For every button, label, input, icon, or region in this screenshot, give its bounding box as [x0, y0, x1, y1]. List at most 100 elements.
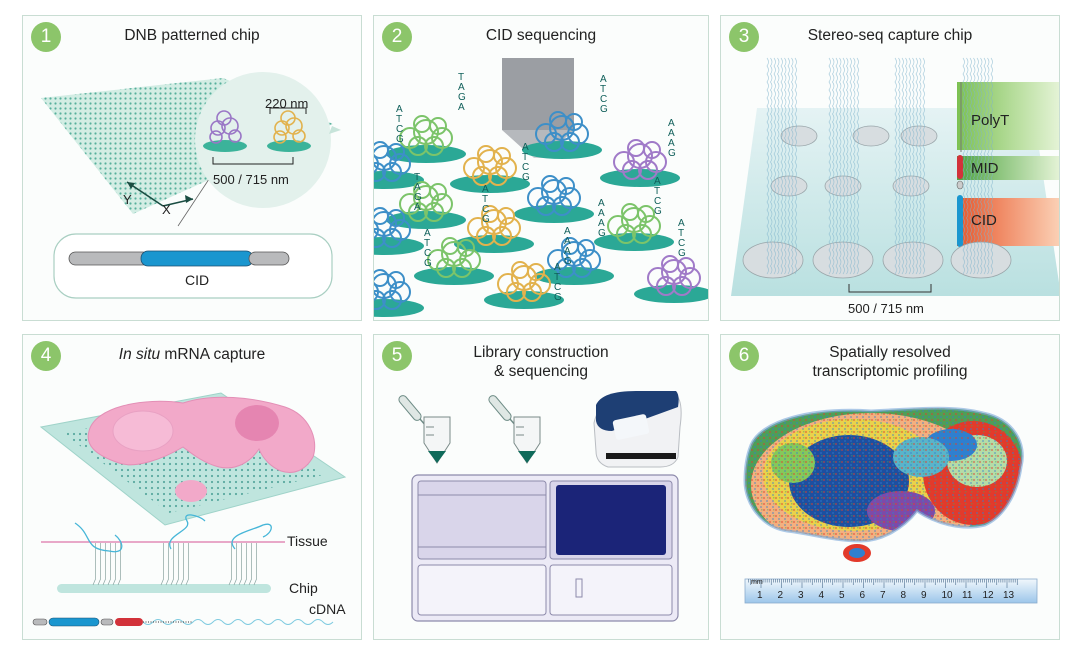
- capture-probe: [107, 543, 111, 586]
- probe-strand: [846, 57, 849, 275]
- capture-chip-illustration: [731, 57, 1059, 296]
- label-tissue: Tissue: [287, 533, 328, 549]
- mrna-strand: [169, 514, 206, 550]
- mrna-strand: [74, 522, 123, 553]
- dnb-cluster: [535, 111, 589, 152]
- mid-segment-bar: [957, 155, 963, 179]
- sequencer-objective: [502, 58, 574, 130]
- dnb-purple: [209, 110, 242, 144]
- cid-segment-bar: [957, 195, 963, 247]
- dnb-cluster: [374, 269, 411, 310]
- step-badge-3: 3: [729, 22, 759, 52]
- base-letter: A: [554, 262, 561, 273]
- axis-y-label: Y: [123, 192, 132, 207]
- ruler-tick-label: 5: [839, 590, 845, 601]
- base-letter: T: [522, 152, 528, 163]
- label-chip: Chip: [289, 580, 318, 596]
- capture-spot: [892, 175, 930, 197]
- ruler-tick-label: 3: [798, 590, 804, 601]
- segment-mid: MID: [971, 160, 999, 177]
- base-letter: C: [654, 196, 661, 207]
- base-letter: T: [396, 114, 402, 125]
- probe-strand: [766, 57, 769, 275]
- capture-probe: [165, 543, 169, 586]
- base-letter: G: [654, 206, 662, 217]
- panel-library-sequencing: 5 Library construction& sequencing: [373, 334, 709, 640]
- probe-strand: [842, 57, 845, 275]
- capture-spot: [742, 241, 804, 279]
- chip-bar: [57, 584, 271, 593]
- base-letter: G: [458, 92, 466, 103]
- ruler-tick-label: 4: [818, 590, 825, 601]
- capture-probe: [180, 543, 184, 586]
- pitch-label: 500 / 715 nm: [213, 172, 289, 187]
- capture-spot: [812, 241, 874, 279]
- step-badge-4: 4: [31, 341, 61, 371]
- panel-title-4-rest: mRNA capture: [160, 346, 266, 363]
- base-letter: T: [482, 194, 488, 205]
- probe-strand: [780, 57, 783, 275]
- probe-strand: [990, 57, 993, 275]
- dnb-pad: [450, 175, 530, 193]
- probe-strand: [777, 57, 780, 275]
- probe-strand: [835, 57, 838, 275]
- ruler-tick-label: 12: [982, 590, 994, 601]
- probe-strand: [832, 57, 835, 275]
- ruler-tick-marks: [748, 579, 1018, 588]
- probe-strand: [856, 57, 859, 275]
- base-letter: T: [414, 172, 420, 183]
- probe-strand: [787, 57, 790, 275]
- base-letter: C: [678, 238, 685, 249]
- capture-probe: [160, 543, 164, 586]
- dnb-pad: [484, 291, 564, 309]
- probe-strand: [922, 57, 925, 275]
- base-letter: A: [668, 118, 675, 129]
- probe-strand: [905, 57, 908, 275]
- capture-probe: [238, 543, 242, 586]
- panel-title-4: In situ mRNA capture: [23, 345, 361, 364]
- scale-ruler: [744, 578, 1038, 604]
- ruler-tick-label: 1: [757, 590, 763, 601]
- base-letter: T: [654, 186, 660, 197]
- mrna-strand: [231, 523, 272, 550]
- probe-strand: [973, 57, 976, 275]
- step-badge-1: 1: [31, 22, 61, 52]
- probe-strand: [976, 57, 979, 275]
- capture-probe: [102, 543, 106, 586]
- capture-spot: [852, 125, 890, 147]
- dnb-pad: [374, 237, 424, 255]
- base-letter: G: [482, 214, 490, 225]
- panel-title-2: CID sequencing: [485, 27, 597, 44]
- label-cdna: cDNA: [309, 601, 346, 617]
- dnb-pad: [522, 141, 602, 159]
- dnb-pad: [386, 145, 466, 163]
- base-letter: A: [678, 218, 685, 229]
- capture-probe: [228, 543, 232, 586]
- base-letter: A: [654, 176, 661, 187]
- dnb-pad: [594, 233, 674, 251]
- ruler-tick-label: 6: [859, 590, 866, 601]
- probe-strand: [849, 57, 852, 275]
- dnb-size-label: 220 nm: [265, 96, 309, 111]
- base-letter: A: [564, 236, 571, 247]
- probe-strand: [894, 57, 897, 275]
- probe-strand: [908, 57, 911, 275]
- dnb-pad: [514, 205, 594, 223]
- ruler-tick-label: 2: [777, 590, 784, 601]
- base-letter: T: [678, 228, 684, 239]
- dnb-cluster: [647, 255, 701, 296]
- base-letter: C: [396, 124, 403, 135]
- probe-strand: [770, 57, 773, 275]
- probe-strand: [962, 57, 965, 275]
- base-letter: C: [554, 282, 561, 293]
- base-letter: T: [554, 272, 560, 283]
- dnb-cluster: [374, 207, 411, 248]
- probe-strand: [898, 57, 901, 275]
- step-badge-6: 6: [729, 341, 759, 371]
- probe-strand: [784, 57, 787, 275]
- probe-strand: [901, 57, 904, 275]
- base-letter: A: [522, 142, 529, 153]
